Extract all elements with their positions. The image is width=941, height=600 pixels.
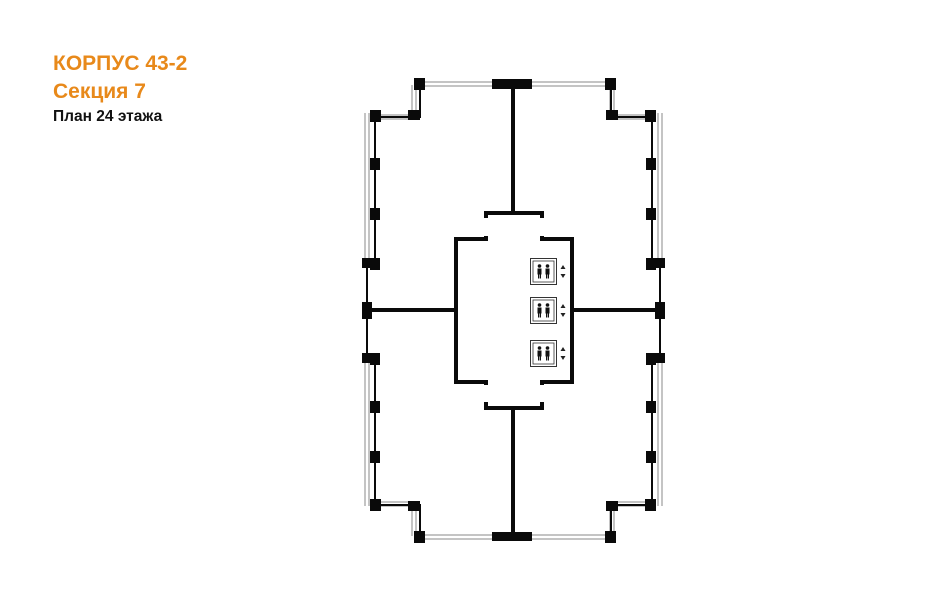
elevator-icon [530,258,566,285]
elevator-icon [530,297,566,324]
interior-walls [368,86,660,535]
exterior-outline [366,85,661,537]
floor-plan-label: План 24 этажа [53,108,163,125]
elevator-icon [530,340,566,367]
section-title: Секция 7 [53,80,146,103]
elevator-group [530,258,566,367]
title-block: КОРПУС 43-2 Секция 7 План 24 этажа [53,50,187,128]
building-title: КОРПУС 43-2 [53,52,188,75]
